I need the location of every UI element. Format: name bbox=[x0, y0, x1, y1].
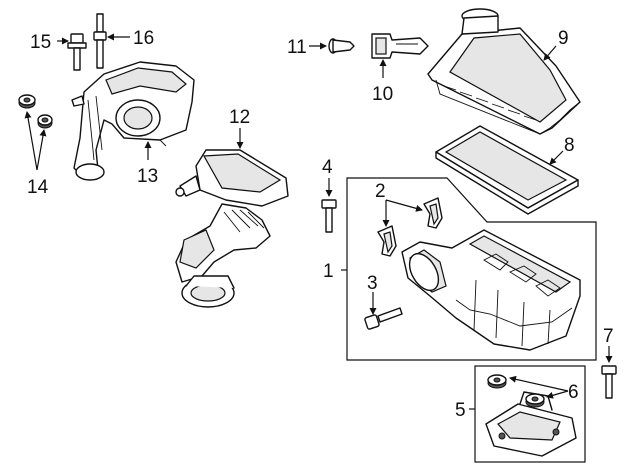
part-16-stud bbox=[93, 13, 107, 69]
part-14-grommets bbox=[18, 94, 53, 129]
part-5-group-box bbox=[474, 365, 586, 463]
callout-4: 4 bbox=[322, 157, 333, 178]
part-15-bolt bbox=[67, 33, 87, 71]
callout-10: 10 bbox=[372, 84, 393, 105]
callout-15: 15 bbox=[30, 32, 51, 53]
part-1-housing bbox=[401, 229, 581, 351]
part-6-grommets bbox=[487, 374, 545, 408]
callout-14: 14 bbox=[27, 177, 49, 198]
callout-2: 2 bbox=[375, 181, 386, 202]
callout-1: 1 bbox=[323, 261, 334, 282]
callout-9: 9 bbox=[558, 28, 569, 49]
part-12-duct bbox=[175, 149, 289, 308]
callout-16: 16 bbox=[133, 28, 154, 49]
callout-13: 13 bbox=[137, 166, 158, 187]
part-13-resonator bbox=[71, 61, 195, 181]
part-7-bolt bbox=[601, 365, 617, 399]
part-9-cover bbox=[427, 8, 581, 135]
part-10-sensor bbox=[371, 33, 429, 59]
part-3-bolt bbox=[364, 307, 403, 330]
callout-3: 3 bbox=[367, 273, 378, 294]
callout-6: 6 bbox=[568, 382, 579, 403]
part-11-pin bbox=[328, 38, 355, 54]
callout-8: 8 bbox=[564, 135, 575, 156]
leader-lines bbox=[24, 33, 613, 410]
callout-11: 11 bbox=[287, 37, 307, 58]
part-8-filter bbox=[435, 125, 579, 215]
callout-12: 12 bbox=[229, 107, 250, 128]
part-4-bolt bbox=[321, 199, 337, 233]
callout-5: 5 bbox=[455, 400, 466, 421]
callout-7: 7 bbox=[603, 326, 614, 347]
part-1-group-box bbox=[346, 177, 597, 361]
part-2-clips bbox=[377, 197, 443, 257]
callout-labels: 15 16 14 13 11 10 9 8 12 4 2 1 3 7 6 5 bbox=[27, 28, 614, 421]
